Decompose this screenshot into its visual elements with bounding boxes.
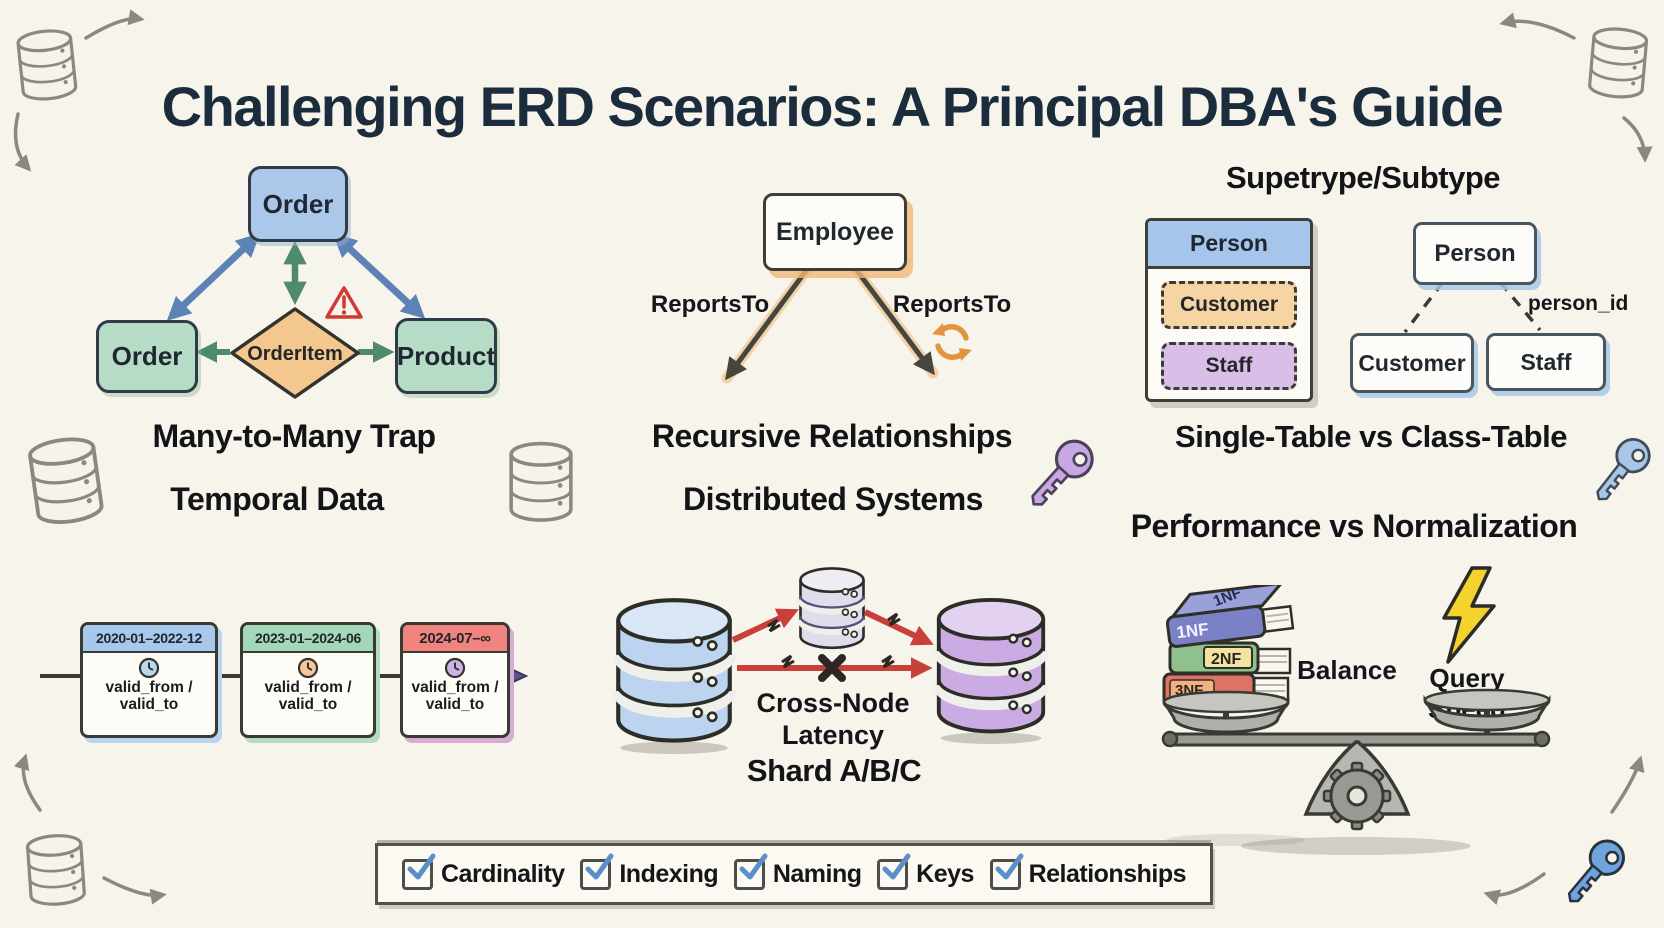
checkbox-checked[interactable]: [877, 853, 911, 890]
database-icon: [28, 437, 104, 524]
checklist-label: Cardinality: [441, 859, 565, 888]
book-label-2nf: 2NF: [1211, 651, 1241, 668]
section-heading-many-to-many: Many-to-Many Trap: [152, 418, 436, 454]
section-heading-temporal: Temporal Data: [170, 481, 384, 517]
section-heading-single-vs-class: Single-Table vs Class-Table: [1175, 419, 1567, 454]
single-table-header: Person: [1148, 221, 1310, 269]
temporal-card-1: 2020-01–2022-12 valid_from / valid_to: [80, 622, 218, 738]
replication-arrows: [731, 608, 934, 682]
key-icon: [1031, 439, 1094, 506]
field-label: valid_to: [278, 696, 338, 714]
entity-label: Employee: [775, 217, 895, 246]
normalization-books: 3NF 2NF 1NF 1NF: [1162, 585, 1295, 706]
database-icon: [16, 29, 78, 101]
checkbox-checked[interactable]: [733, 853, 768, 890]
temporal-card-2: 2023-01–2024-06 valid_from / valid_to: [240, 622, 376, 738]
checklist-label: Naming: [772, 859, 862, 888]
class-table-staff: Staff: [1486, 333, 1606, 391]
period-label: 2020-01–2022-12: [83, 625, 215, 653]
entity-product: Product: [395, 318, 497, 394]
sketch-arrow-icon: [1610, 755, 1645, 814]
key-icon: [1596, 437, 1651, 501]
latency-label-line2: Latency: [781, 720, 885, 750]
database-icon: [26, 834, 86, 906]
latency-label-line1: Cross-Node: [756, 688, 910, 718]
review-checklist: Cardinality Indexing Naming Keys Relatio…: [375, 843, 1213, 905]
junction-label: OrderItem: [247, 343, 343, 365]
checklist-item-relationships: Relationships: [989, 853, 1187, 890]
entity-label: Order: [262, 188, 334, 219]
sketch-arrow-icon: [1483, 872, 1546, 905]
section-heading-distributed: Distributed Systems: [683, 481, 983, 517]
book-label-1nf: 1NF: [1175, 619, 1209, 642]
entity-label: Order: [111, 341, 183, 371]
checklist-item-keys: Keys: [877, 853, 974, 890]
subtype-chip-customer: Customer: [1161, 281, 1297, 329]
checklist-item-naming: Naming: [733, 853, 862, 890]
relation-label-reportsto-right: ReportsTo: [892, 291, 1012, 318]
many-to-many-arrows: [166, 233, 426, 363]
temporal-card-3: 2024-07–∞ valid_from / valid_to: [400, 622, 510, 738]
clock-icon: [297, 657, 319, 679]
checkbox-checked[interactable]: [989, 853, 1024, 890]
class-table-customer: Customer: [1350, 333, 1474, 393]
field-label: valid_to: [425, 696, 485, 714]
entity-label: Product: [396, 340, 496, 371]
single-table: Person Customer Staff: [1145, 218, 1313, 402]
database-icon: [509, 441, 573, 522]
balance-label: Balance: [1297, 655, 1397, 685]
shard-label: Shard A/B/C: [746, 753, 922, 788]
recursive-arrows: [721, 262, 939, 384]
junction-orderitem-diamond: OrderItem: [230, 307, 360, 399]
sketch-arrow-icon: [1499, 12, 1576, 40]
shard-database-right: [933, 598, 1049, 744]
entity-order-left: Order: [96, 320, 198, 393]
subtype-chip-staff: Staff: [1161, 342, 1297, 390]
sketch-arrow-icon: [102, 876, 167, 905]
field-label: valid_to: [119, 696, 179, 714]
page-title: Challenging ERD Scenarios: A Principal D…: [161, 74, 1504, 138]
entity-label: Customer: [1358, 349, 1466, 376]
checklist-label: Keys: [916, 859, 974, 888]
section-heading-recursive: Recursive Relationships: [651, 418, 1013, 454]
entity-label: Staff: [1520, 348, 1572, 375]
entity-label: Person: [1434, 239, 1516, 267]
balance-scale: [1161, 688, 1551, 855]
section-heading-supertype: Supetrype/Subtype: [1226, 160, 1501, 195]
class-table-person: Person: [1413, 222, 1537, 285]
cycle-icon: [932, 323, 972, 361]
section-heading-performance: Performance vs Normalization: [1130, 508, 1578, 544]
sketch-arrow-icon: [13, 753, 42, 812]
clock-icon: [138, 657, 160, 679]
entity-employee: Employee: [763, 193, 907, 271]
gear-icon: [1322, 761, 1392, 831]
checkbox-checked[interactable]: [580, 853, 614, 890]
checklist-label: Indexing: [619, 859, 719, 888]
database-icon: [1588, 27, 1649, 99]
period-label: 2023-01–2024-06: [243, 625, 373, 653]
fk-label-person-id: person_id: [1528, 292, 1629, 315]
field-label: valid_from /: [411, 679, 499, 696]
shard-database-left: [612, 598, 736, 754]
sketch-arrow-icon: [1622, 116, 1653, 163]
period-label: 2024-07–∞: [403, 625, 507, 653]
lightning-icon: [1442, 566, 1496, 664]
checklist-item-indexing: Indexing: [580, 853, 719, 890]
sketch-arrow-icon: [13, 112, 32, 172]
relation-label-reportsto-left: ReportsTo: [650, 291, 770, 318]
checkbox-checked[interactable]: [402, 853, 436, 890]
sketch-arrow-icon: [84, 9, 145, 40]
field-label: valid_from /: [105, 679, 193, 696]
checklist-label: Relationships: [1028, 859, 1187, 888]
entity-order-top: Order: [248, 166, 348, 242]
field-label: valid_from /: [264, 679, 352, 696]
class-table-links: [1403, 280, 1542, 334]
key-icon: [1567, 839, 1625, 903]
checklist-item-cardinality: Cardinality: [402, 853, 565, 890]
shard-database-middle: [797, 567, 867, 650]
clock-icon: [444, 657, 466, 679]
warning-icon: [325, 286, 363, 319]
